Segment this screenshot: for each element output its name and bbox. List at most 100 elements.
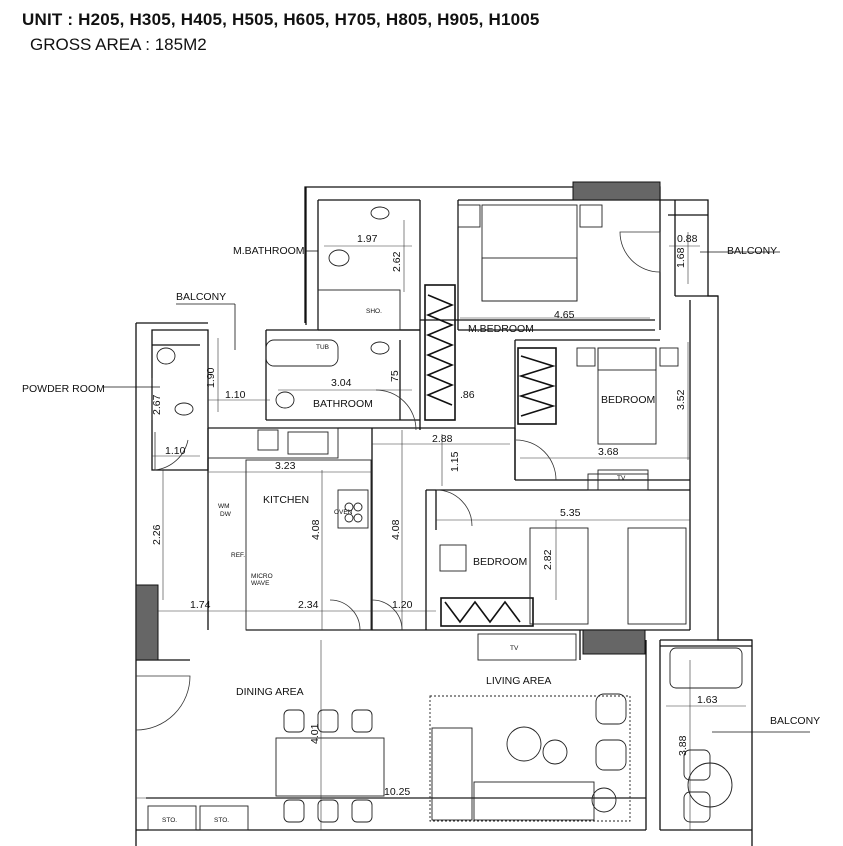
door-swing [619,231,661,273]
bottom-wall [136,797,646,831]
bed-master [481,204,578,302]
wardrobe [517,347,557,425]
room-label-bedroom: BEDROOM [473,556,527,568]
tv-label: TV [617,475,626,482]
kitchen-island [245,459,372,631]
gross-area-subtitle: GROSS AREA : 185M2 [30,35,207,54]
dimension-label: 2.88 [432,433,453,445]
dimension-label: 2.82 [542,549,554,570]
door-swing [135,675,191,731]
room-label-bedroom: BEDROOM [601,394,655,406]
door-swing [154,432,189,471]
balcony-topright [668,214,718,297]
sofa [431,727,473,821]
dimension-label: 0.88 [677,233,698,245]
room-label-balcony: BALCONY [770,715,820,727]
washer [257,429,279,451]
dw-label: DW [220,511,232,518]
wardrobe [424,284,456,421]
column [582,629,646,655]
room-label-bathroom: BATHROOM [313,398,373,410]
sink [287,431,329,455]
room-label-balcony: BALCONY [727,245,777,257]
dimension-label: 1.90 [205,367,217,388]
wardrobe [440,597,534,627]
dimension-label: 4.08 [390,519,402,540]
dimension-label: 10.25 [384,786,410,798]
powder-wall [151,329,209,471]
dimension-label: 2.26 [151,524,163,545]
dimension-label: 1.10 [225,389,246,401]
dimension-label: 3.52 [675,389,687,410]
dimension-label: 1.10 [165,445,186,457]
nightstand [659,347,679,367]
storage [199,805,249,831]
nightstand [576,347,596,367]
shower [317,289,401,331]
storage [147,805,197,831]
dimension-label: 2.67 [151,394,163,415]
balcony-sofa [669,647,743,689]
dimension-label: 3.23 [275,460,296,472]
basin [370,206,390,220]
nightstand [457,204,481,228]
dimension-label: 1.15 [449,451,461,472]
shower-label: SHO. [366,308,382,315]
basin [174,402,194,416]
basin [370,341,390,355]
inner-wall-mid [207,427,690,630]
room-label-balcony: BALCONY [176,291,226,303]
toilet [328,249,350,267]
sofa [473,781,595,821]
door-swing [435,489,473,527]
storage-label: STO. [162,817,177,824]
tv-label: TV [510,645,519,652]
dimension-label: 75 [389,370,401,382]
door-swing [371,599,403,631]
oven [337,489,369,529]
tv-unit [477,633,577,661]
room-label-m-bathroom: M.BATHROOM [233,245,305,257]
chair [439,544,467,572]
dimension-label: 4.01 [309,723,321,744]
inner-wall-lower [136,629,690,830]
unit-list-title: UNIT : H205, H305, H405, H505, H605, H70… [22,10,540,29]
inner-wall-mbed [420,200,691,630]
storage-label: STO. [214,817,229,824]
rug [429,695,631,822]
dimension-label: 4.08 [310,519,322,540]
tub-label: TUB [316,344,329,351]
microwave-label: MICRO [251,573,273,580]
dimension-label: 3.04 [331,377,352,389]
column [135,584,159,661]
bathtub [265,339,339,367]
tv-unit [587,473,649,491]
dimension-label: .86 [460,389,475,401]
door-swing [515,439,557,481]
dining-table [275,737,385,797]
room-label-m-bedroom: M.BEDROOM [468,323,534,335]
bed-third-b [627,527,687,625]
microwave-label: WAVE [251,580,270,587]
room-label-dining-area: DINING AREA [236,686,304,698]
dimension-label: 4.65 [554,309,575,321]
toilet [156,347,176,365]
dimension-label: 2.34 [298,599,319,611]
nightstand [579,204,603,228]
dimension-label: 5.35 [560,507,581,519]
ref-label: REF. [231,552,245,559]
oven-label: OVEN [334,509,353,516]
kitchen-counter [207,427,339,459]
toilet [275,391,295,409]
room-label-kitchen: KITCHEN [263,494,309,506]
room-label-living-area: LIVING AREA [486,675,551,687]
room-label-powder-room: POWDER ROOM [22,383,105,395]
dimension-label: 1.97 [357,233,378,245]
dimension-label: 1.68 [675,247,687,268]
dimension-label: 1.63 [697,694,718,706]
dimension-label: 1.20 [392,599,413,611]
dimension-label: 2.62 [391,251,403,272]
balcony-right [660,639,752,831]
column [572,181,661,201]
